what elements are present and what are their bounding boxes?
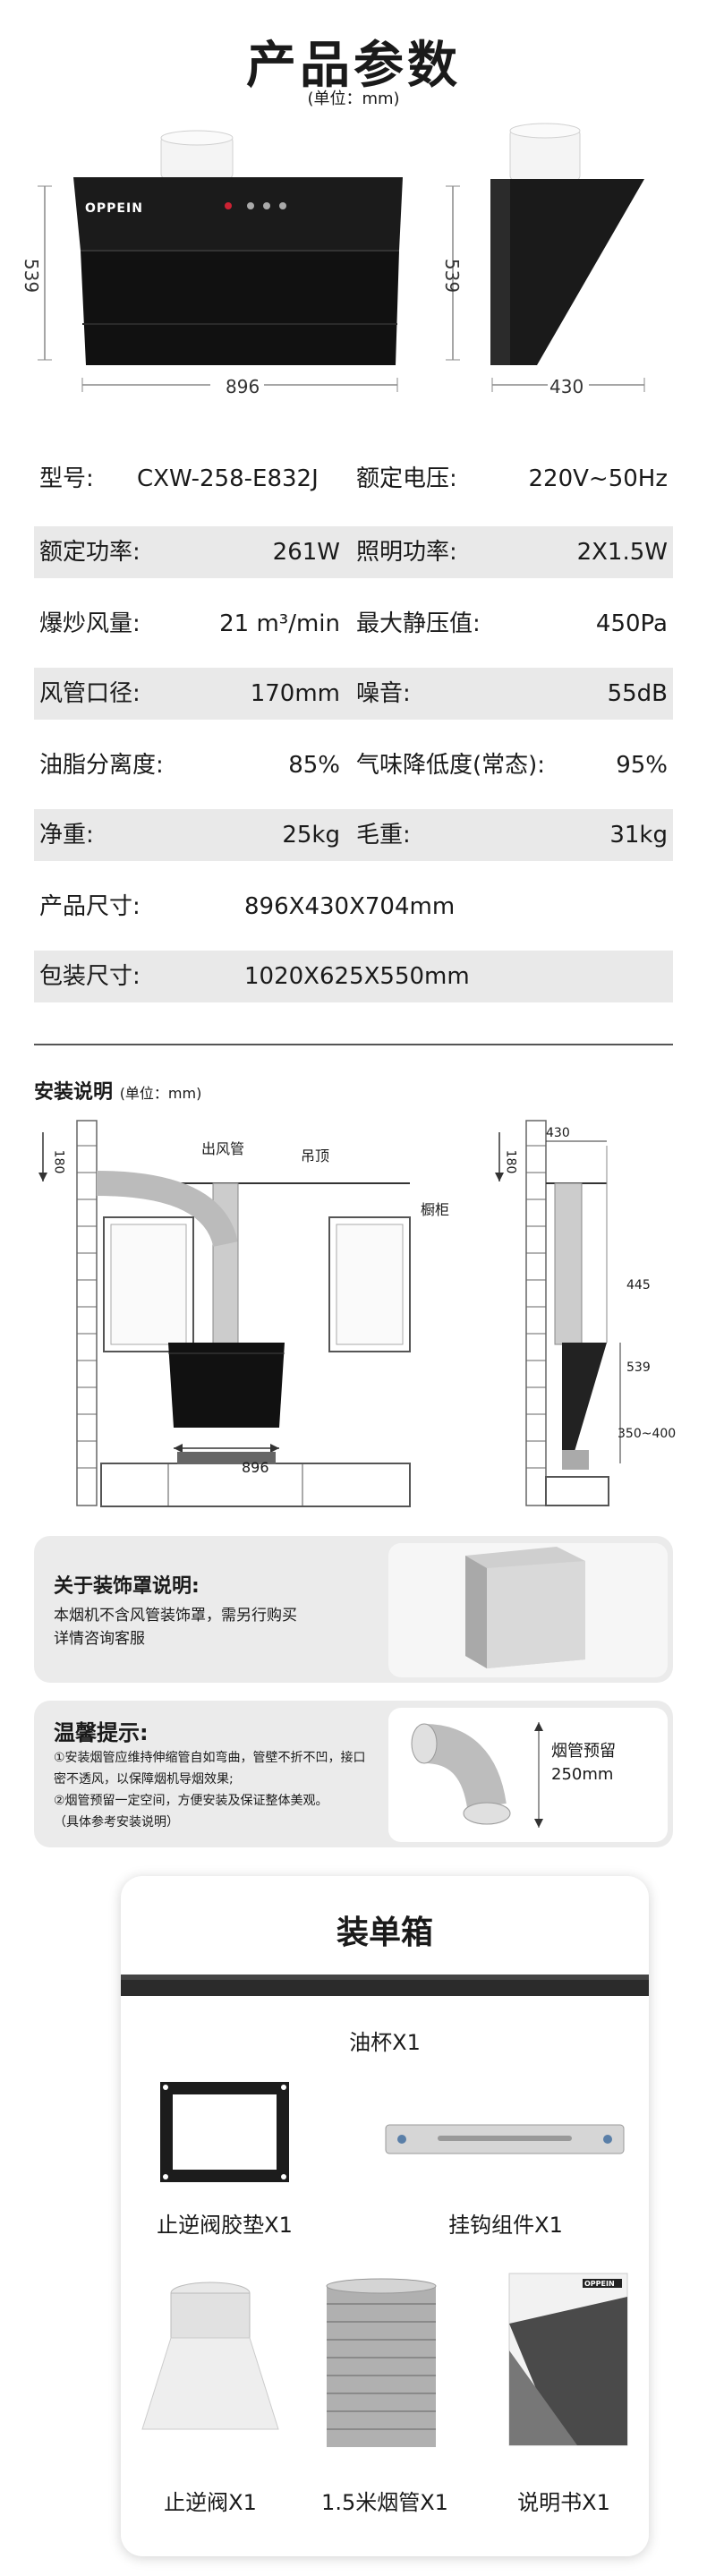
- reserve-label: 烟管预留: [551, 1742, 616, 1761]
- duct-pipe-image: [326, 2278, 437, 2447]
- oil-cup-image: [121, 1975, 649, 1996]
- pack-item-label: 止逆阀X1: [164, 2490, 257, 2515]
- brand-logo: OPPEIN: [85, 201, 143, 216]
- pack-item-label: 油杯X1: [349, 2030, 421, 2055]
- pack-item-label: 止逆阀胶垫X1: [157, 2213, 293, 2238]
- right-430-label: 430: [546, 1126, 570, 1140]
- unit-subtitle: (单位：mm): [307, 90, 400, 108]
- install-title: 安装说明 (单位：mm): [34, 1081, 202, 1104]
- right-539-label: 539: [626, 1361, 651, 1375]
- spec-row: 油脂分离度: 85% 气味降低度(常态): 95%: [39, 752, 668, 779]
- front-height-label: 539: [21, 258, 43, 294]
- cover-image: [388, 1543, 668, 1677]
- gasket-image: [160, 2082, 289, 2182]
- manual-image: [508, 2273, 628, 2446]
- page-title: 产品参数: [246, 37, 461, 95]
- spec-row: 净重: 25kg 毛重: 31kg: [34, 809, 673, 861]
- pack-item-label: 说明书X1: [517, 2490, 610, 2515]
- right-445-label: 445: [626, 1278, 651, 1292]
- tips-line: ①安装烟管应维持伸缩管自如弯曲，管壁不折不凹，接口: [54, 1751, 366, 1765]
- tips-line: （具体参考安装说明）: [54, 1815, 179, 1830]
- cover-note-card: 关于装饰罩说明: 本烟机不含风管装饰罩，需另行购买 详情咨询客服: [34, 1536, 673, 1683]
- tips-card: 温馨提示: ①安装烟管应维持伸缩管自如弯曲，管壁不折不凹，接口 密不透风，以保障…: [34, 1701, 673, 1847]
- spec-row: 爆炒风量: 21 m³/min 最大静压值: 450Pa: [39, 610, 668, 637]
- reserve-value: 250mm: [551, 1765, 614, 1784]
- hook-bracket-image: [385, 2124, 625, 2154]
- side-view-drawing: [446, 123, 645, 396]
- cabinet-label: 橱柜: [421, 1201, 450, 1218]
- tips-line: 密不透风，以保障烟机导烟效果;: [54, 1772, 234, 1787]
- pack-item-label: 挂钩组件X1: [448, 2213, 563, 2238]
- side-height-label: 539: [441, 258, 464, 294]
- spec-row: 型号: CXW-258-E832J 额定电压: 220V~50Hz: [39, 465, 668, 492]
- front-width-label: 896: [226, 376, 260, 397]
- right-350-400-label: 350~400: [618, 1427, 677, 1441]
- tips-line: ②烟管预留一定空间，方便安装及保证整体美观。: [54, 1794, 328, 1808]
- width-896-label: 896: [242, 1459, 269, 1476]
- cover-note-title: 关于装饰罩说明:: [54, 1575, 200, 1598]
- front-view-drawing: [38, 130, 403, 394]
- packing-list-box: 装单箱 油杯X1 止逆阀胶垫X1 挂钩组件X1 止逆阀X1 1.5米烟管X1: [121, 1876, 649, 2556]
- install-diagram: [38, 1120, 621, 1507]
- spec-row: 风管口径: 170mm 噪音: 55dB: [34, 668, 673, 720]
- check-valve-image: [141, 2282, 279, 2430]
- section-divider: [34, 1044, 673, 1045]
- side-depth-label: 430: [549, 376, 584, 397]
- spec-row: 额定功率: 261W 照明功率: 2X1.5W: [34, 526, 673, 578]
- packing-title: 装单箱: [336, 1915, 433, 1951]
- tips-title: 温馨提示:: [54, 1720, 149, 1745]
- pack-item-label: 1.5米烟管X1: [321, 2490, 448, 2515]
- left-180-label: 180: [51, 1149, 66, 1174]
- spec-row-product-size: 产品尺寸: 896X430X704mm: [39, 893, 456, 920]
- cover-note-line: 本烟机不含风管装饰罩，需另行购买: [54, 1607, 297, 1625]
- ceiling-label: 吊顶: [301, 1147, 330, 1164]
- manual-brand: OPPEIN: [584, 2280, 615, 2288]
- right-180-label: 180: [503, 1149, 518, 1174]
- duct-elbow-image: [388, 1708, 668, 1842]
- cover-note-line: 详情咨询客服: [54, 1630, 145, 1648]
- duct-label: 出风管: [201, 1140, 245, 1157]
- spec-row-package-size: 包装尺寸: 1020X625X550mm: [34, 951, 673, 1002]
